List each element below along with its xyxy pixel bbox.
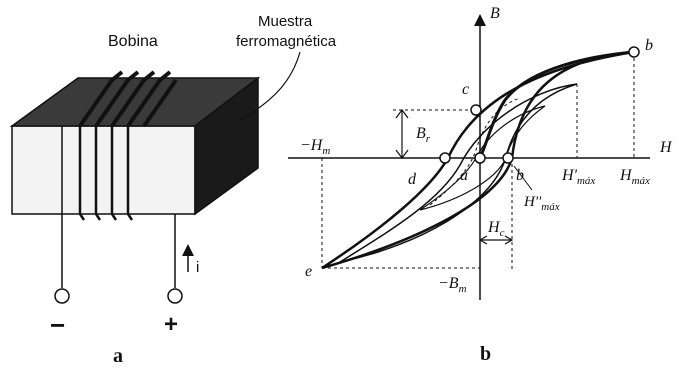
small-hysteresis-loop [419, 105, 546, 211]
plus-sign: + [164, 311, 178, 338]
neg-hm-label: −Hm [300, 137, 330, 157]
hc-label: Hc [487, 219, 505, 239]
sample-leader-line [239, 51, 301, 121]
initial-magnetization-curve [478, 50, 635, 159]
sample-label-line1: Muestra [258, 13, 313, 30]
minus-sign: − [50, 310, 65, 340]
h-max-dprime-label: H''máx [523, 194, 560, 213]
panel-a: i Bobina Muestra ferromagnética − + a [9, 13, 337, 367]
point-b-axis-label: b [516, 167, 524, 184]
br-label: Br [416, 125, 431, 145]
axis-b-label: B [490, 5, 500, 22]
terminal-negative [54, 288, 70, 304]
coil-front-windings [78, 126, 134, 221]
axis-h-label: H [659, 139, 673, 156]
coil-windings [78, 70, 178, 128]
caption-b: b [480, 343, 491, 365]
sample-front-face [11, 125, 196, 215]
sample-label-line2: ferromagnética [236, 33, 337, 50]
caption-a: a [113, 345, 123, 367]
point-e-label: e [305, 263, 312, 280]
sample-side-face [194, 76, 259, 216]
current-label: i [196, 259, 199, 276]
point-a-label: a [460, 167, 468, 184]
guide-lines [321, 52, 635, 270]
point-b-axis [502, 152, 514, 164]
panel-b: B H [288, 5, 673, 365]
terminal-positive [167, 288, 183, 304]
point-d [439, 152, 451, 164]
minor-loop-dashed [429, 97, 521, 206]
h-max-label: Hmáx [619, 167, 650, 187]
h-max-prime-label: H'máx [561, 167, 595, 187]
h-max-dprime-leader [513, 165, 533, 191]
point-b-top [628, 46, 640, 58]
neg-bm-label: −Bm [438, 275, 467, 295]
point-d-label: d [408, 171, 417, 188]
coil-label: Bobina [108, 33, 158, 50]
inner-hysteresis-loop [339, 83, 578, 263]
point-c [470, 104, 482, 116]
point-a [474, 152, 486, 164]
point-c-label: c [462, 81, 469, 98]
point-b-top-label: b [645, 37, 653, 54]
